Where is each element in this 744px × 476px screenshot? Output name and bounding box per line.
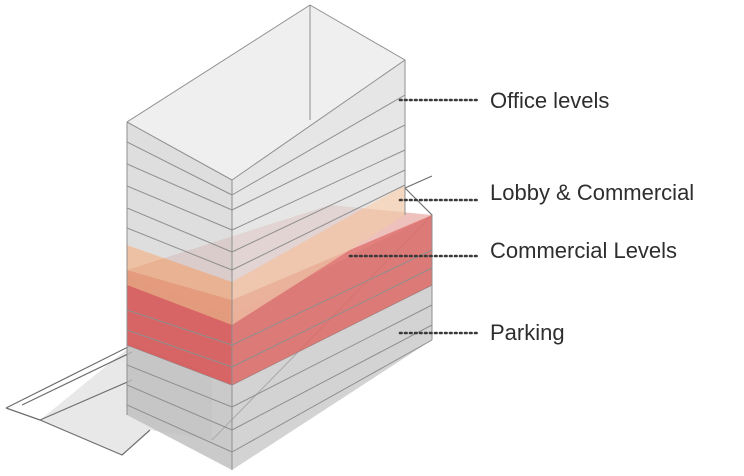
label-parking: Parking (490, 320, 565, 345)
labels: Office levels Lobby & Commercial Commerc… (490, 88, 694, 345)
label-office-levels: Office levels (490, 88, 609, 113)
site-ramp-line (39, 379, 133, 421)
lobby-left-face (127, 245, 232, 325)
lobby-right-face (232, 185, 405, 325)
lobby-volume (127, 185, 405, 325)
office-tower (126, 4, 433, 470)
label-lobby-commercial: Lobby & Commercial (490, 180, 694, 205)
site-inner-line (21, 351, 133, 406)
office-left-face (127, 122, 232, 282)
label-commercial-levels: Commercial Levels (490, 238, 677, 263)
office-roof (127, 5, 405, 180)
site-boundary-line-2 (5, 407, 151, 456)
office-right-face (232, 60, 405, 282)
leader-lines (348, 98, 480, 335)
